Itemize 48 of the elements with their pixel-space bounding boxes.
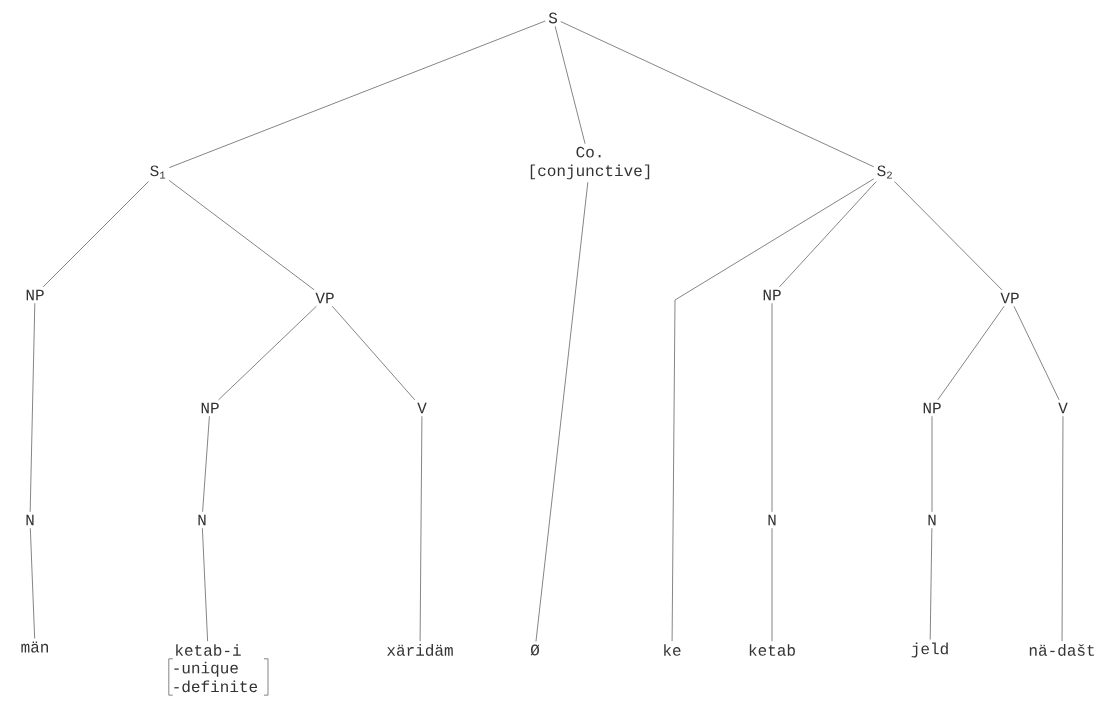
- tree-branch: [554, 25, 586, 145]
- word-label: män: [21, 641, 48, 653]
- tree-branch: [771, 302, 773, 513]
- category-label: NP: [923, 402, 941, 414]
- category-label: N: [26, 514, 34, 526]
- category-label: S$_{2}$: [877, 165, 892, 179]
- tree-branch: [29, 527, 36, 639]
- tree-branch: [168, 20, 546, 168]
- category-label: NP: [763, 289, 781, 301]
- category-label: NP: [201, 402, 219, 414]
- tree-branch: [931, 415, 933, 513]
- word-label: xäridäm: [387, 644, 453, 656]
- category-label: V: [1058, 402, 1068, 414]
- tree-branch: [929, 527, 933, 640]
- tree-branch: [771, 527, 773, 642]
- word-label: nä-dašt: [1029, 644, 1094, 656]
- tree-branch: [218, 305, 317, 401]
- category-label: N: [928, 514, 936, 526]
- tree-branch: [1013, 305, 1060, 401]
- word-label: jeld: [911, 642, 948, 658]
- tree-branch: [331, 305, 416, 401]
- tree-branch: [202, 527, 208, 642]
- tree-branch: [168, 180, 315, 291]
- word-label: ketab: [749, 644, 795, 656]
- tree-branch: [42, 181, 149, 288]
- tree-branch: [937, 305, 1005, 401]
- tree-branch: [202, 415, 210, 513]
- tree-branch: [894, 181, 1003, 291]
- tree-branch: [560, 21, 875, 168]
- tree-branch: [1061, 415, 1064, 642]
- category-label: N: [768, 514, 776, 526]
- word-label: ke: [664, 644, 681, 656]
- category-label: S: [548, 12, 557, 24]
- word-label: ketab-i: [176, 644, 241, 656]
- category-label: S$_{1}$: [150, 165, 166, 179]
- category-label: VP: [1000, 292, 1019, 304]
- category-label: VP: [315, 292, 334, 304]
- feature-matrix: -unique -definite: [168, 658, 269, 696]
- tree-branch: [29, 302, 36, 513]
- tree-branch: [779, 181, 877, 288]
- tree-branch: [671, 178, 875, 642]
- category-label: V: [417, 402, 427, 414]
- category-label: N: [198, 514, 206, 526]
- category-label: Co. [conjunctive]: [530, 146, 650, 180]
- word-label: Ø: [530, 644, 540, 656]
- tree-branch: [419, 415, 423, 642]
- tree-branch: [535, 181, 589, 642]
- category-label: NP: [26, 289, 44, 301]
